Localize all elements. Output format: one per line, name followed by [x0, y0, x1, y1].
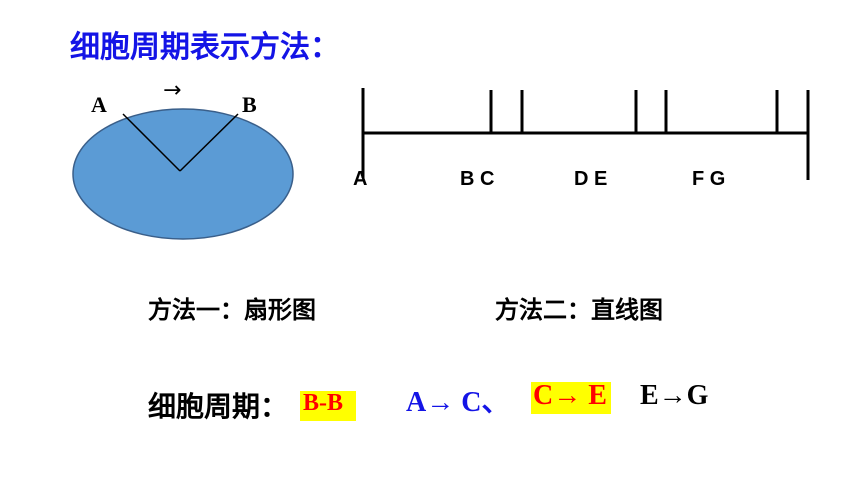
direction-arrow-icon: → — [163, 78, 182, 103]
sector-label-a: A — [91, 92, 107, 117]
cycle-question-label: 细胞周期： — [148, 390, 289, 423]
segment-a-c: A→ C、 — [406, 387, 510, 418]
sector-line-a — [122, 113, 181, 172]
page-title: 细胞周期表示方法： — [70, 30, 340, 65]
segment-e-g: E→G — [640, 380, 709, 411]
answer-sector: B-B — [303, 390, 344, 416]
sector-line-b — [179, 113, 239, 172]
method-one-label: 方法一：扇形图 — [148, 296, 316, 324]
line-label-de: D E — [574, 168, 608, 190]
cell-cycle-ellipse — [72, 108, 294, 240]
segment-c-e-highlight: C→ E — [531, 380, 611, 414]
line-label-bc: B C — [460, 168, 495, 190]
method-two-label: 方法二：直线图 — [495, 296, 663, 324]
sector-label-b: B — [242, 92, 257, 117]
segment-c-e: C→ E — [533, 380, 607, 411]
line-label-fg: F G — [692, 168, 726, 190]
answer-highlight: B-B — [300, 390, 356, 421]
line-label-a: A — [353, 168, 368, 190]
